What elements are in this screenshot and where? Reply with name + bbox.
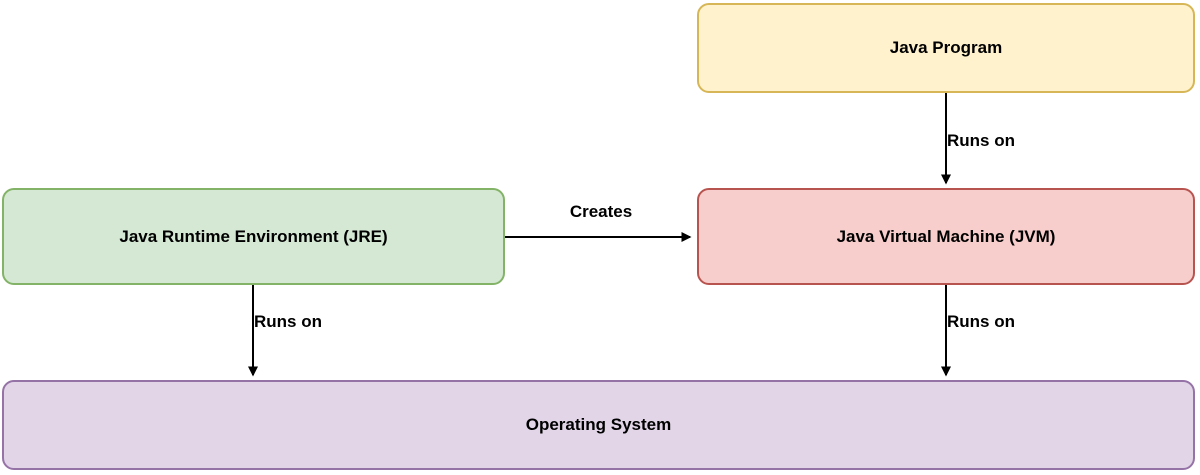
node-jvm: Java Virtual Machine (JVM) xyxy=(697,188,1195,285)
edge-label-jvm-runs-on-os: Runs on xyxy=(947,312,1015,331)
node-java-program: Java Program xyxy=(697,3,1195,93)
node-jre-label: Java Runtime Environment (JRE) xyxy=(119,226,388,246)
node-jre: Java Runtime Environment (JRE) xyxy=(2,188,505,285)
edge-label-java-program-runs-on-jvm: Runs on xyxy=(947,131,1015,150)
node-java-program-label: Java Program xyxy=(889,38,1003,57)
node-os-label: Operating System xyxy=(525,415,672,434)
node-os: Operating System xyxy=(2,380,1195,470)
node-jvm-label: Java Virtual Machine (JVM) xyxy=(836,226,1056,246)
edge-label-jre-runs-on-os: Runs on xyxy=(254,312,322,331)
edge-label-jre-creates-jvm: Creates xyxy=(569,202,633,221)
